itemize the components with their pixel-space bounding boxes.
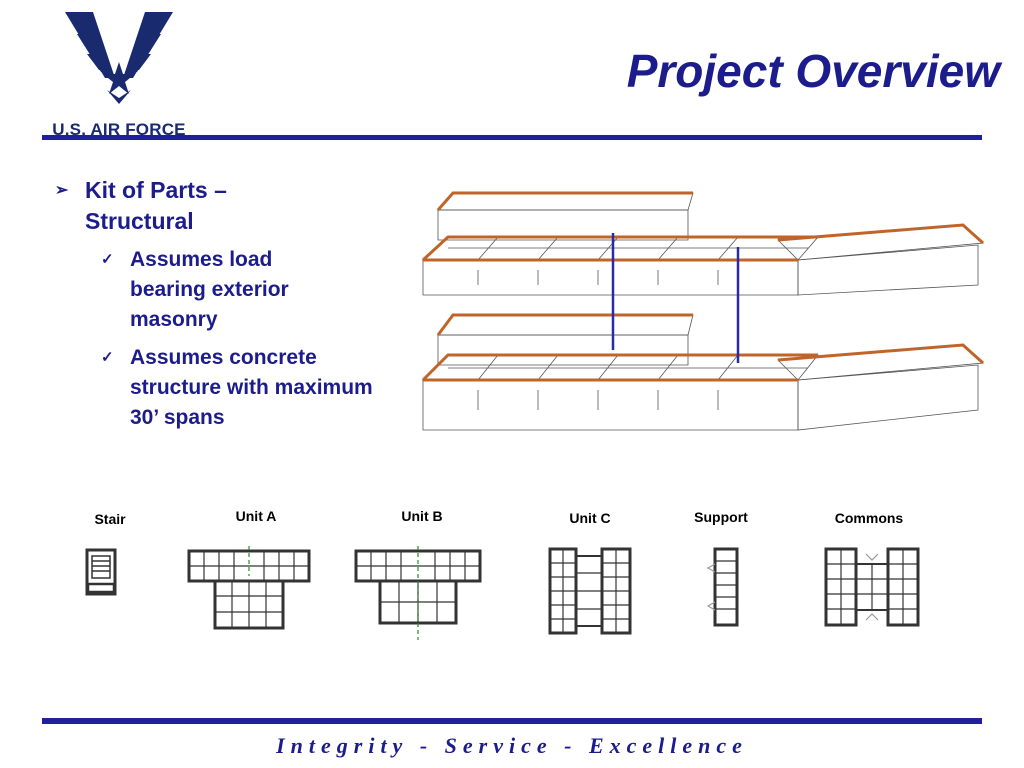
unit-label-commons: Commons [834,510,904,526]
sub-bullet: ✓ Assumes load bearing exterior masonry [55,245,405,335]
plan-unit-a [187,546,311,630]
check-icon: ✓ [101,349,114,366]
plan-unit-b [354,546,482,640]
sub-bullet-text: Assumes concrete structure with maximum … [130,346,373,429]
plan-unit-c [548,547,632,635]
unit-label-unit-c: Unit C [569,510,611,526]
plan-support [706,547,739,627]
bullet-list: ➢ Kit of Parts – Structural ✓ Assumes lo… [55,175,405,433]
page-title: Project Overview [626,45,1000,97]
footer-motto: Integrity - Service - Excellence [276,733,748,758]
footer-divider [42,718,982,724]
air-force-wings-icon [65,12,173,104]
unit-label-unit-a: Unit A [235,508,277,524]
plan-stair [85,548,117,596]
logo-text: U.S. AIR FORCE [52,120,186,139]
unit-label-support: Support [694,509,748,525]
sub-bullet: ✓ Assumes concrete structure with maximu… [55,343,405,433]
arrow-bullet-icon: ➢ [55,182,69,199]
structural-isometric-diagram [421,191,985,431]
check-icon: ✓ [101,251,114,268]
air-force-logo: U.S. AIR FORCE [38,8,200,139]
unit-label-stair: Stair [94,511,126,527]
main-bullet: ➢ Kit of Parts – Structural [55,175,405,237]
header-divider [42,135,982,140]
unit-label-unit-b: Unit B [401,508,443,524]
sub-bullet-text: Assumes load bearing exterior masonry [130,248,289,331]
plan-commons [824,547,920,627]
main-bullet-text: Kit of Parts – Structural [85,177,227,234]
